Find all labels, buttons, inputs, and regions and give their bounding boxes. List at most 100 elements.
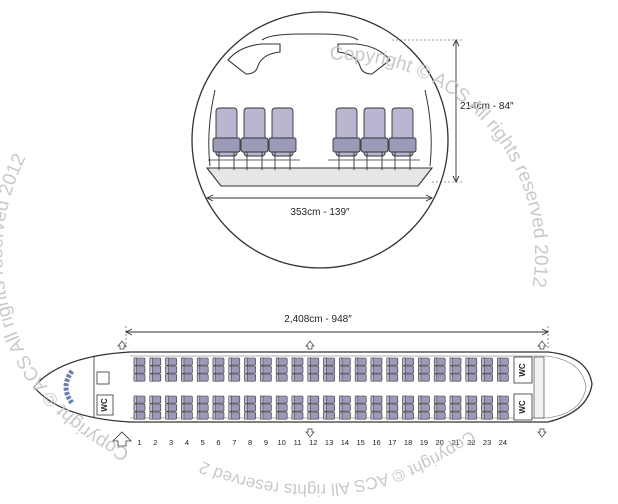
seat[interactable] [133,365,146,374]
seat[interactable] [181,373,193,382]
seat[interactable] [212,357,225,366]
seat[interactable] [212,365,225,374]
seat[interactable] [181,403,193,412]
seat[interactable] [339,357,351,366]
seat[interactable] [149,403,162,412]
seat[interactable] [449,403,462,412]
seat[interactable] [354,373,367,382]
seat[interactable] [275,395,288,404]
seat[interactable] [465,403,478,412]
seat[interactable] [307,373,320,382]
seat[interactable] [196,365,209,374]
seat[interactable] [402,411,414,420]
seat[interactable] [418,373,430,382]
seat[interactable] [228,395,241,404]
seat[interactable] [212,411,225,420]
seat[interactable] [497,365,509,374]
seat[interactable] [465,373,478,382]
seat[interactable] [354,411,367,420]
seat[interactable] [386,365,399,374]
seat[interactable] [354,357,367,366]
seat[interactable] [433,365,446,374]
seat[interactable] [260,403,272,412]
seat[interactable] [418,395,430,404]
seat[interactable] [481,411,493,420]
seat[interactable] [465,411,478,420]
seat[interactable] [196,395,209,404]
seat[interactable] [449,357,462,366]
seat[interactable] [260,365,272,374]
seat[interactable] [291,365,304,374]
seat[interactable] [339,411,351,420]
seat[interactable] [181,365,193,374]
seat[interactable] [165,395,177,404]
seat[interactable] [149,357,162,366]
seat[interactable] [291,357,304,366]
seat[interactable] [323,395,335,404]
seat[interactable] [307,395,320,404]
seat[interactable] [212,395,225,404]
seat[interactable] [275,357,288,366]
seat[interactable] [465,357,478,366]
seat[interactable] [181,411,193,420]
seat[interactable] [449,365,462,374]
seat[interactable] [449,411,462,420]
seat[interactable] [244,395,256,404]
seat[interactable] [307,365,320,374]
seat[interactable] [275,403,288,412]
seat[interactable] [165,403,177,412]
seat[interactable] [260,395,272,404]
seat[interactable] [339,365,351,374]
seat[interactable] [228,357,241,366]
seat[interactable] [133,373,146,382]
seat[interactable] [433,395,446,404]
seat[interactable] [228,365,241,374]
seat[interactable] [196,357,209,366]
seat[interactable] [323,357,335,366]
seat[interactable] [133,395,146,404]
seat[interactable] [386,395,399,404]
seat[interactable] [196,403,209,412]
seat[interactable] [449,395,462,404]
seat[interactable] [497,373,509,382]
seat[interactable] [386,357,399,366]
seat[interactable] [354,395,367,404]
seat[interactable] [149,365,162,374]
seat[interactable] [433,403,446,412]
seat[interactable] [244,365,256,374]
seat[interactable] [181,357,193,366]
seat[interactable] [323,411,335,420]
seat[interactable] [149,373,162,382]
seat[interactable] [181,395,193,404]
seat[interactable] [165,365,177,374]
seat[interactable] [418,357,430,366]
seat[interactable] [244,357,256,366]
seat[interactable] [165,357,177,366]
seat[interactable] [386,373,399,382]
seat[interactable] [481,403,493,412]
seat[interactable] [339,403,351,412]
seat[interactable] [481,373,493,382]
seat[interactable] [196,411,209,420]
seat[interactable] [133,411,146,420]
seat[interactable] [307,403,320,412]
seat[interactable] [402,403,414,412]
seat[interactable] [402,365,414,374]
seat[interactable] [370,357,383,366]
seat[interactable] [291,395,304,404]
seat[interactable] [275,365,288,374]
seat[interactable] [260,411,272,420]
seat[interactable] [386,403,399,412]
seat[interactable] [433,373,446,382]
seat[interactable] [418,411,430,420]
seat[interactable] [481,395,493,404]
seat[interactable] [212,403,225,412]
seat[interactable] [402,395,414,404]
seat[interactable] [497,411,509,420]
seat[interactable] [165,411,177,420]
seat[interactable] [386,411,399,420]
seat[interactable] [307,411,320,420]
seat[interactable] [244,411,256,420]
seat[interactable] [449,373,462,382]
seat[interactable] [370,365,383,374]
